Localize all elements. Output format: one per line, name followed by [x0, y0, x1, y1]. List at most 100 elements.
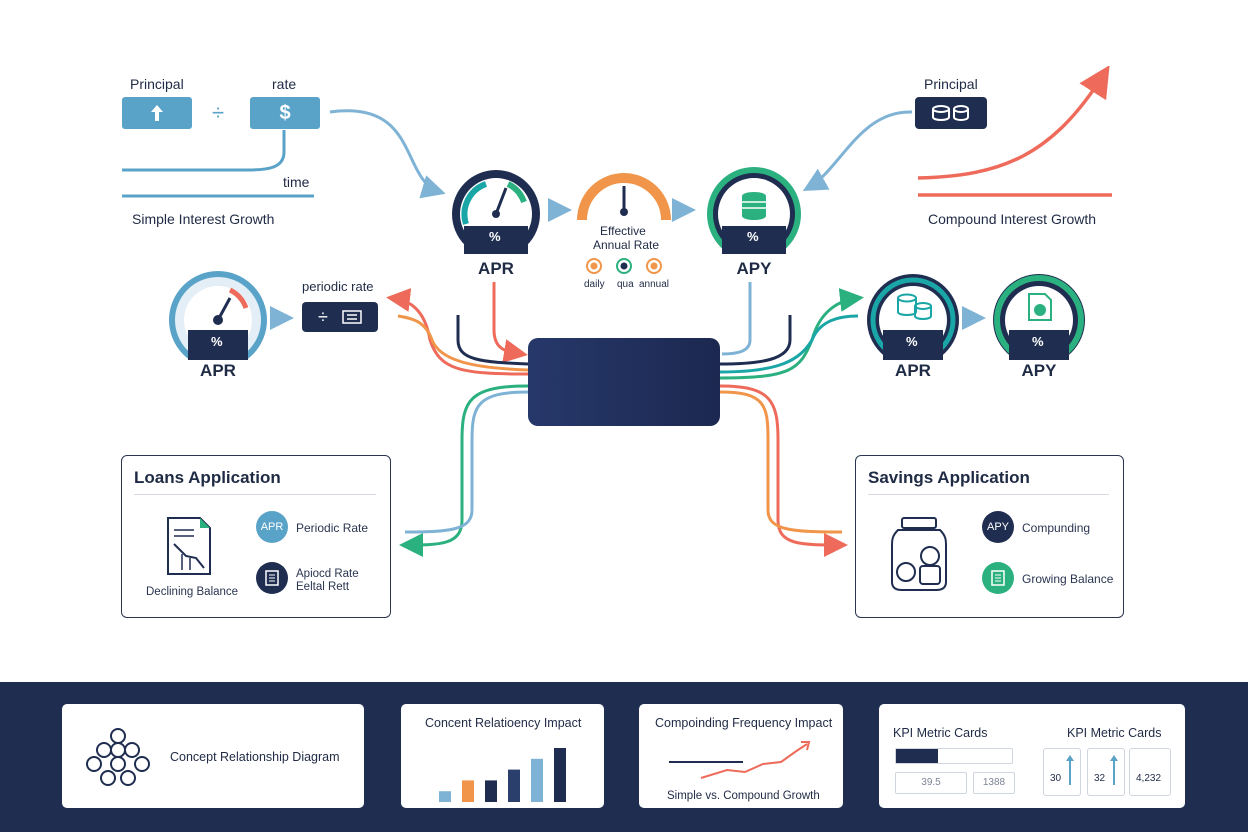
apr-gauge-right: [867, 274, 959, 360]
kpi-value-e: 4,232: [1136, 773, 1162, 784]
rate-tile: $: [250, 97, 320, 129]
apr-gauge-left-percent: %: [211, 334, 223, 349]
kpi-value-c: 30: [1050, 773, 1062, 784]
footer-card-frequency[interactable]: Compoinding Frequency Impact Simple vs. …: [639, 704, 843, 808]
declining-document-icon: [167, 517, 211, 575]
compound-growth-curve: [917, 66, 1112, 197]
ledger-icon: [991, 570, 1005, 586]
loans-applied-rate-1: Apiocd Rate: [296, 568, 359, 580]
arrow-up-icon: [151, 105, 163, 121]
kpi-value-a-box: 39.5: [895, 772, 967, 794]
divide-symbol: ÷: [212, 100, 225, 125]
apy-gauge-right-percent: %: [1032, 334, 1044, 349]
concept-relationship-label: Concept Relationship Diagram: [170, 750, 340, 764]
rate-label: rate: [272, 76, 297, 92]
frequency-title: Compoinding Frequency Impact: [655, 716, 833, 730]
loans-apr-badge: APR: [256, 511, 288, 543]
loans-divider: [134, 494, 376, 495]
freq-quarterly: qua: [617, 279, 634, 290]
apy-gauge-center: [707, 167, 801, 254]
footer-card-impact[interactable]: Concent Relatioency Impact: [401, 704, 604, 808]
arrow-up-icon: [1066, 755, 1074, 785]
apr-gauge-center-percent: %: [489, 229, 501, 244]
simple-growth-lines: [122, 130, 314, 198]
kpi-value-b: 1388: [982, 777, 1006, 788]
declining-balance-label: Declining Balance: [146, 586, 239, 598]
apr-label-left: APR: [200, 361, 236, 380]
apy-label-right: APY: [1021, 361, 1057, 380]
kpi-value-b-box: 1388: [973, 772, 1015, 794]
apr-gauge-center: [452, 170, 540, 254]
principal-tile: [122, 97, 192, 129]
footer-card-kpi[interactable]: KPI Metric Cards KPI Metric Cards 39.5 1…: [879, 704, 1185, 808]
time-label: time: [283, 174, 310, 190]
principal-label: Principal: [130, 76, 184, 92]
apr-label-right: APR: [895, 361, 931, 380]
coins-icon-right: [897, 293, 932, 320]
apr-label-center: APR: [478, 259, 514, 278]
impact-title: Concent Relatioency Impact: [425, 716, 582, 730]
loans-application-card: Loans Application Declining Balance APR …: [121, 455, 391, 618]
frequency-dots: [586, 258, 662, 274]
effective-title-1: Effective: [600, 224, 646, 238]
kpi-card-c: 30: [1043, 748, 1081, 796]
impact-bar-chart: [439, 748, 566, 802]
kpi-title-left: KPI Metric Cards: [893, 726, 988, 740]
loans-periodic-rate: Periodic Rate: [296, 521, 369, 535]
apy-gauge-center-percent: %: [747, 229, 759, 244]
apr-gauge-right-percent: %: [906, 334, 918, 349]
principal-tile-right: [915, 97, 987, 129]
impact-bar: [531, 758, 543, 802]
periodic-rate-tile: ÷: [302, 302, 378, 332]
savings-growing-balance: Growing Balance: [1022, 572, 1114, 586]
impact-bar: [485, 780, 497, 802]
receipt-icon: [265, 570, 279, 586]
savings-divider: [868, 494, 1109, 495]
simple-interest-caption: Simple Interest Growth: [132, 211, 275, 227]
kpi-progress-track: [895, 748, 1013, 764]
divide-icon: ÷: [318, 306, 328, 327]
savings-application-card: Savings Application APY Compunding Growi…: [855, 455, 1124, 618]
frequency-caption: Simple vs. Compound Growth: [667, 790, 820, 802]
savings-compounding: Compunding: [1022, 521, 1091, 535]
document-dollar-icon: [1028, 293, 1052, 321]
principal-label-right: Principal: [924, 76, 978, 92]
coin-stack-icon: [742, 192, 766, 220]
footer-card-concept[interactable]: Concept Relationship Diagram: [62, 704, 364, 808]
footer-band: Concept Relationship Diagram Concent Rel…: [0, 682, 1248, 832]
kpi-title-right: KPI Metric Cards: [1067, 726, 1162, 740]
savings-growing-badge: [982, 562, 1014, 594]
impact-bar: [439, 791, 451, 802]
network-icon: [86, 728, 150, 786]
impact-bar: [508, 769, 520, 802]
apy-gauge-right: [993, 274, 1085, 360]
apy-label-center: APY: [736, 259, 772, 278]
arrow-up-icon: [1110, 755, 1118, 785]
compound-interest-caption: Compound Interest Growth: [928, 211, 1097, 227]
effective-title-2: Annual Rate: [593, 238, 660, 252]
kpi-card-e: 4,232: [1129, 748, 1171, 796]
kpi-value-a: 39.5: [921, 777, 941, 788]
impact-bar: [462, 780, 474, 802]
savings-title: Savings Application: [868, 468, 1030, 487]
central-hub: [528, 338, 720, 426]
apr-gauge-left: [169, 271, 267, 360]
freq-annual: annual: [639, 279, 670, 290]
impact-bar: [554, 748, 566, 802]
effective-rate-gauge: [577, 173, 671, 221]
loans-applied-rate-2: Eeltal Rett: [296, 581, 350, 593]
list-icon: [342, 310, 362, 324]
kpi-value-d: 32: [1094, 773, 1106, 784]
kpi-progress-fill: [896, 749, 938, 763]
kpi-card-d: 32: [1087, 748, 1125, 796]
savings-apy-badge: APY: [982, 511, 1014, 543]
coins-icon: [932, 105, 969, 121]
simple-vs-compound-chart: [669, 741, 811, 779]
freq-daily: daily: [584, 279, 605, 290]
loans-title: Loans Application: [134, 468, 281, 487]
periodic-rate-label: periodic rate: [302, 279, 374, 294]
savings-jar-icon: [891, 517, 947, 591]
loans-applied-badge: [256, 562, 288, 594]
dollar-icon: $: [279, 101, 291, 124]
